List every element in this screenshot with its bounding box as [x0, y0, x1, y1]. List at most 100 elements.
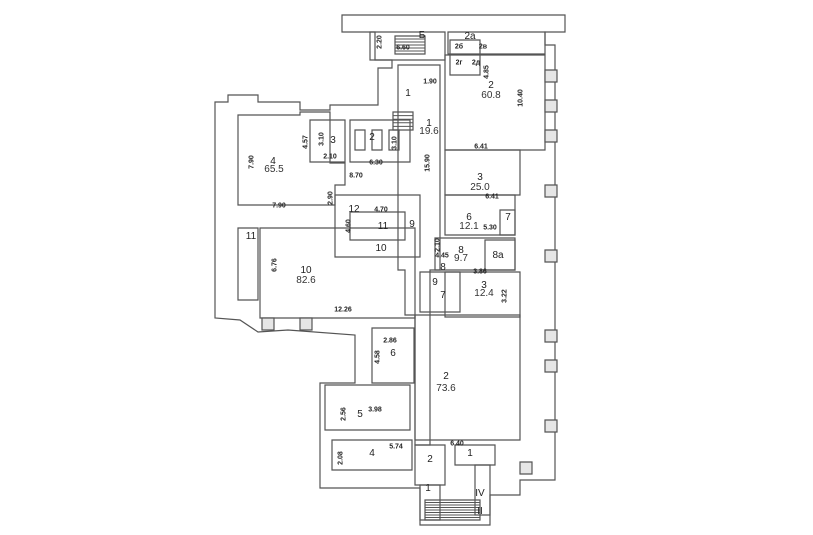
- room-11: [237, 227, 259, 301]
- room-2-sanitary: [449, 39, 481, 76]
- dimension-label: 12.26: [334, 306, 352, 314]
- dimension-label: 7.90: [248, 155, 256, 169]
- dimension-label: 3.10: [391, 136, 399, 150]
- dimension-label: 4.70: [374, 206, 388, 214]
- room-4-lower: [331, 439, 413, 471]
- room-number-label: 1: [426, 118, 432, 129]
- room-number-label: 8: [440, 262, 446, 273]
- room-number-label: 6: [390, 348, 396, 359]
- room-area-label: 12.1: [459, 221, 479, 232]
- dimension-label: 4.45: [435, 252, 449, 260]
- room-number-label: 2: [427, 454, 433, 465]
- window-bay: [544, 329, 558, 343]
- dimension-label: 4.57: [302, 135, 310, 149]
- room-6: [371, 327, 415, 384]
- room-2-left: [349, 119, 411, 163]
- dimension-label: 2д: [471, 59, 481, 67]
- window-bay: [544, 419, 558, 433]
- room-number-label: 8: [458, 245, 464, 256]
- dimension-label: 5.30: [483, 224, 497, 232]
- room-number-label: 7: [505, 212, 511, 223]
- window-bay: [544, 184, 558, 198]
- dimension-label: 6.30: [369, 159, 383, 167]
- dimension-label: 3.22: [501, 289, 509, 303]
- room-number-label: 5: [357, 409, 363, 420]
- room-number-label: II: [477, 506, 483, 517]
- fixture: [371, 129, 383, 151]
- room-number-label: 6: [466, 212, 472, 223]
- room-area-label: 9.7: [454, 253, 468, 264]
- room-number-label: 1: [467, 448, 473, 459]
- fixture: [388, 129, 400, 151]
- room-number-label: 2: [488, 80, 494, 91]
- room-12: [334, 194, 421, 258]
- dimension-label: 2б: [454, 43, 464, 51]
- room-area-label: 65.5: [264, 164, 284, 175]
- room-area-label: 25.0: [470, 182, 490, 193]
- dimension-label: 4.58: [374, 350, 382, 364]
- room-number-label: 2а: [464, 31, 476, 42]
- room-11-inner: [349, 211, 406, 241]
- window-bay: [544, 129, 558, 143]
- room-3: [444, 149, 521, 196]
- dimension-label: 2.10: [323, 153, 337, 161]
- room-toilets-7-8-9: [419, 271, 461, 313]
- dimension-label: 2.56: [340, 407, 348, 421]
- stairs-corridor: [392, 111, 414, 131]
- window-bay: [544, 69, 558, 83]
- room-2a: [447, 31, 546, 55]
- dimension-label: 3.98: [368, 406, 382, 414]
- room-2-bottom: [414, 444, 446, 486]
- room-area-label: 12.4: [474, 288, 494, 299]
- dimension-label: 2.86: [383, 337, 397, 345]
- room-area-label: 19.6: [419, 126, 439, 137]
- room-number-label: 8а: [492, 250, 504, 261]
- room-IV: [474, 464, 491, 516]
- room-5: [324, 384, 411, 431]
- dimension-label: 3.86: [473, 268, 487, 276]
- stairs-bottom: [424, 499, 481, 521]
- room-number-label: 3: [477, 172, 483, 183]
- dimension-label: 15.90: [424, 154, 432, 172]
- room-number-label: 11: [245, 231, 257, 242]
- room-3-left: [309, 119, 346, 163]
- room-area-label: 60.8: [481, 90, 501, 101]
- dimension-label: 6.76: [271, 258, 279, 272]
- dimension-label: 6.41: [485, 193, 499, 201]
- dimension-label: 10.40: [517, 89, 525, 107]
- room-number-label: 2: [369, 132, 375, 143]
- room-number-label: IV: [475, 488, 485, 499]
- room-number-label: 1: [425, 483, 431, 494]
- room-number-label: 7: [440, 290, 446, 301]
- room-2: [444, 54, 546, 151]
- window-bay: [544, 249, 558, 263]
- room-number-label: 9: [409, 219, 415, 230]
- dimension-label: 2в: [478, 43, 488, 51]
- room-2-large: [414, 314, 521, 441]
- room-area-label: 82.6: [296, 275, 316, 286]
- dimension-label: 7.90: [272, 202, 286, 210]
- room-number-label: 11: [377, 221, 389, 232]
- room-area-label: 73.6: [436, 383, 456, 394]
- dimension-label: 8.70: [349, 172, 363, 180]
- dimension-label: 1.90: [423, 78, 437, 86]
- fixture: [354, 129, 366, 151]
- room-7: [499, 209, 516, 236]
- window-bay: [544, 359, 558, 373]
- dimension-label: 4.85: [483, 65, 491, 79]
- dimension-label: 6.60: [396, 44, 410, 52]
- room-number-label: 9: [432, 277, 438, 288]
- window-bay: [519, 461, 533, 475]
- room-number-label: 10: [375, 243, 387, 254]
- room-number-label: Б: [418, 30, 426, 41]
- room-1-bottom: [454, 444, 496, 466]
- corridor-1: [397, 64, 441, 446]
- room-number-label: 10: [300, 265, 312, 276]
- room-4: [237, 111, 346, 206]
- dimension-label: 2.08: [337, 451, 345, 465]
- room-number-label: 2: [443, 371, 449, 382]
- room-number-label: 3: [481, 280, 487, 291]
- room-number-label: 12: [348, 204, 360, 215]
